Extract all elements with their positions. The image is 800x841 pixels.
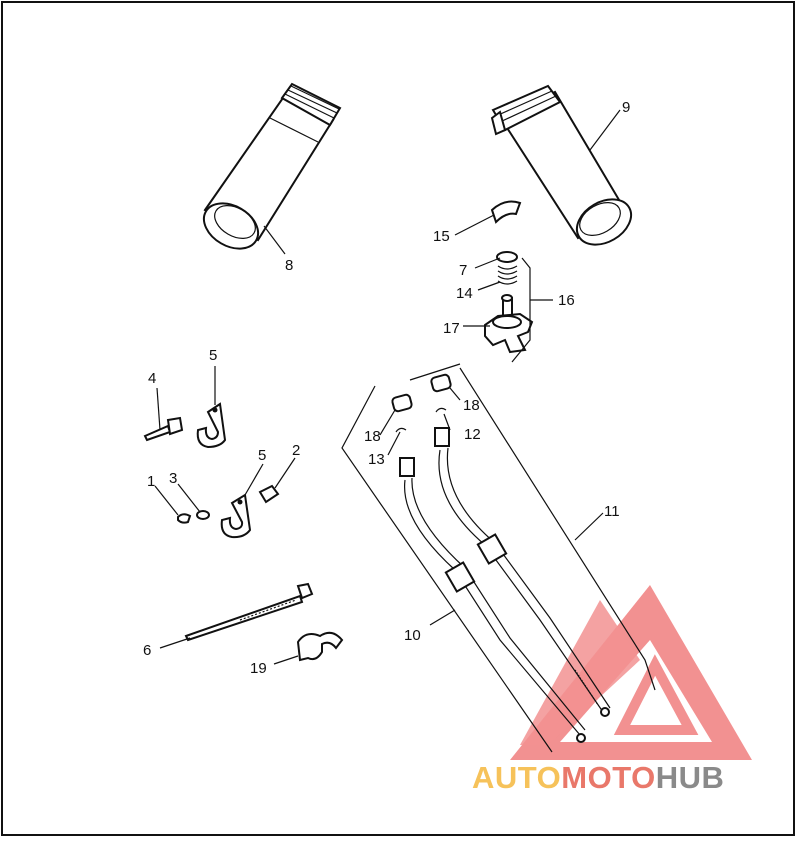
callout-17: 17 [443, 320, 460, 337]
watermark-auto: AUTO [472, 760, 561, 795]
callout-9: 9 [622, 99, 630, 116]
screw-4 [143, 416, 184, 442]
watermark-text: AUTOMOTOHUB [472, 760, 724, 795]
cable-tie [184, 582, 314, 642]
svg-text:AUTOMOTOHUB: AUTOMOTOHUB [472, 760, 724, 795]
callout-10: 10 [404, 627, 421, 644]
callout-5a: 5 [209, 347, 217, 364]
callout-15: 15 [433, 228, 450, 245]
callout-2: 2 [292, 442, 300, 459]
watermark-moto: MOTO [561, 760, 655, 795]
callout-8: 8 [285, 257, 293, 274]
callout-12: 12 [464, 426, 481, 443]
callout-labels: 1 2 3 4 5 5 6 7 8 9 10 11 12 13 14 15 16… [143, 99, 630, 677]
grip-left [202, 82, 342, 250]
clip-19 [296, 631, 344, 662]
clamp-upper [196, 402, 227, 449]
clip-13 [395, 427, 407, 433]
cable-right [434, 427, 611, 717]
leader-lines [154, 109, 621, 665]
callout-14: 14 [456, 285, 473, 302]
callout-19: 19 [250, 660, 267, 677]
callout-7: 7 [459, 262, 467, 279]
cable-bundle-outline [341, 363, 656, 753]
ferrule-18-right [430, 373, 452, 393]
bracket-16 [511, 257, 531, 363]
spring-assembly [484, 251, 534, 354]
clip-12 [435, 407, 447, 413]
callout-6: 6 [143, 642, 151, 659]
watermark-logo [510, 585, 752, 760]
callout-16: 16 [558, 292, 575, 309]
callout-13: 13 [368, 451, 385, 468]
callout-4: 4 [148, 370, 156, 387]
grip-right [490, 84, 633, 246]
watermark-hub: HUB [656, 760, 725, 795]
callout-11: 11 [604, 503, 620, 520]
callout-5b: 5 [258, 447, 266, 464]
callout-18a: 18 [364, 428, 381, 445]
cable-left [399, 457, 586, 743]
clamp-lower [177, 484, 280, 539]
callout-3: 3 [169, 470, 177, 487]
callout-1: 1 [147, 473, 155, 490]
callout-18b: 18 [463, 397, 480, 414]
ferrule-18-left [391, 393, 413, 413]
part-15 [490, 200, 522, 224]
